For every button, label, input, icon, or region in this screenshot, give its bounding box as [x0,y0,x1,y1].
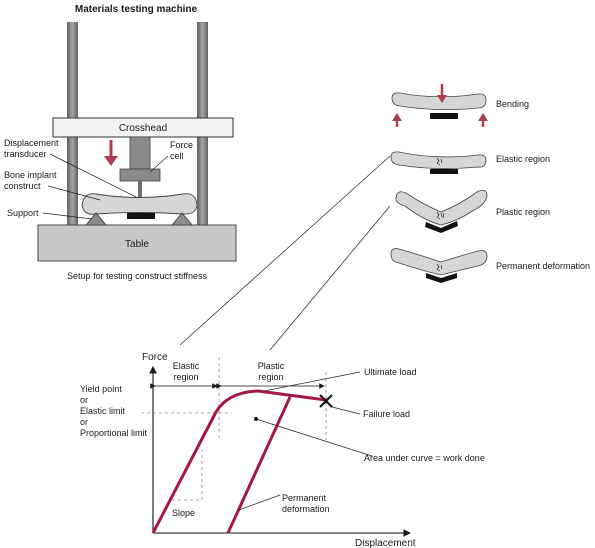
load-arrow-icon [104,156,118,166]
yield-label-2: or [80,395,88,405]
yield-label-3: Elastic limit [80,406,126,416]
load-curve [151,389,327,534]
specimen-permanent: Permanent deformation [390,248,590,283]
elastic-region-label-2: region [173,372,198,382]
yield-label-5: Proportional limit [80,428,148,438]
bending-left-arrow-icon [392,113,402,121]
machine-caption: Setup for testing construct stiffness [67,271,207,281]
table-label: Table [125,239,149,250]
permanent-crack-icon [436,263,443,272]
force-cell-label-2: cell [170,151,184,161]
failure-load-label: Failure load [363,409,410,419]
force-cell-block [119,168,161,182]
area-leader [255,418,373,457]
force-axis-label: Force [142,352,168,363]
ultimate-load-leader [263,371,361,392]
right-support [171,212,193,226]
elastic-plate [430,169,458,174]
bone-implant-label-2: construct [4,181,41,191]
displacement-axis-label: Displacement [355,538,416,548]
elastic-connector-line [179,155,391,346]
bending-plate [430,113,458,119]
unloading-line [226,396,292,534]
plastic-crack-icon [436,211,445,220]
force-cell-body [129,136,151,170]
crosshead-label: Crosshead [119,123,167,134]
transducer-leader [49,153,139,199]
plastic-bone [395,189,488,226]
failure-marker-b [319,394,333,408]
implant-plate [127,213,155,219]
specimen-elastic: Elastic region [390,151,550,174]
slope-label: Slope [172,508,195,518]
specimen-label-bending: Bending [496,99,529,109]
specimen-plastic: Plastic region [395,189,550,233]
force-cell-label-1: Force [170,140,193,150]
yield-label-4: or [80,417,88,427]
force-cell-leader [149,155,169,173]
bending-right-arrow-icon [478,113,488,121]
plastic-region-label-1: Plastic [258,361,285,371]
elastic-region-label-1: Elastic [173,361,200,371]
plastic-connector-line [269,205,391,351]
plastic-region-label-2: region [258,372,283,382]
table-base [37,224,237,262]
ultimate-load-label: Ultimate load [364,367,417,377]
machine-title: Materials testing machine [75,4,198,15]
bone-implant-leader [47,185,101,201]
displacement-transducer-label-2: transducer [4,149,47,159]
support-label: Support [7,208,39,218]
specimen-label-plastic: Plastic region [496,207,550,217]
specimen-label-permanent: Permanent deformation [496,261,590,271]
bending-top-arrow-icon [437,95,447,103]
left-support [85,212,107,226]
elastic-crack-icon [436,157,443,166]
bending-bone [391,92,487,110]
loading-rod [138,181,142,209]
testing-machine: Materials testing machine Crosshead Tabl… [4,4,237,281]
specimen-bending: Bending [391,84,529,127]
support-leader [42,212,93,220]
permanent-deformation-label-1: Permanent [282,493,327,503]
specimen-label-elastic: Elastic region [496,154,550,164]
plastic-plate [425,221,458,233]
failure-load-leader [331,406,361,415]
permanent-plate [426,273,457,283]
specimen-states: Bending Elastic region Plastic region Pe… [390,84,590,283]
permanent-bone [390,248,488,276]
displacement-transducer-label-1: Displacement [4,138,59,148]
yield-label-1: Yield point [80,384,122,394]
force-displacement-graph: Force Displacement Elastic region Plasti… [80,352,485,548]
permanent-deformation-label-2: deformation [282,504,330,514]
area-under-curve-label: Area under curve = work done [364,453,485,463]
bone-implant-label-1: Bone implant [4,170,57,180]
permanent-deformation-leader [238,494,281,511]
